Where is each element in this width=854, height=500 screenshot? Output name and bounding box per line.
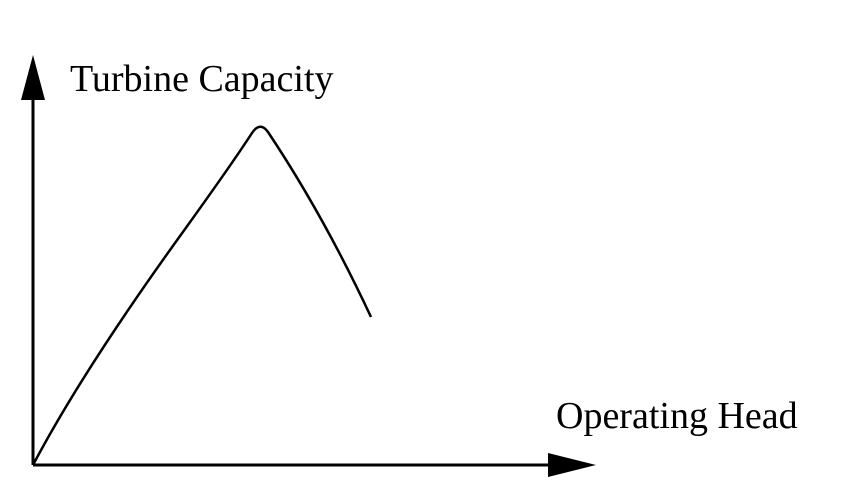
capacity-curve [31, 125, 373, 466]
y-axis-label: Turbine Capacity [70, 58, 334, 100]
x-axis-arrowhead [548, 453, 596, 477]
x-axis-label: Operating Head [556, 395, 798, 437]
y-axis-arrowhead [21, 55, 45, 100]
